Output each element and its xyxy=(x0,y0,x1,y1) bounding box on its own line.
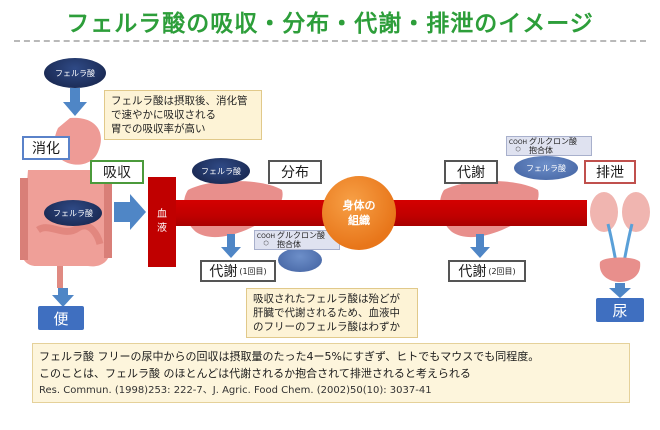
excretion-label: 排泄 xyxy=(584,160,636,184)
glucuronide-complex-bottom: COOH⬡ グルクロン酸 抱合体 xyxy=(254,230,340,250)
kidney-bladder-icon xyxy=(590,192,650,282)
metabolism1-label: 代謝(1回目) xyxy=(200,260,276,282)
absorption-note-line: で速やかに吸収される xyxy=(111,109,216,121)
down-arrow-urine-icon xyxy=(609,283,631,298)
absorption-label: 吸収 xyxy=(90,160,144,184)
liver-metabolism-note: 吸収されたフェルラ酸は殆どが 肝臓で代謝されるため、血液中 のフリーのフェルラ酸… xyxy=(246,288,418,338)
summary-line-2: このことは、フェルラ酸 のほとんどは代謝されるか抱合されて排泄されると考えられる xyxy=(39,367,471,380)
title-divider xyxy=(14,40,646,42)
complex-conjugate-text: 抱合体 xyxy=(277,240,301,249)
ferulic-acid-oval: フェルラ酸 xyxy=(44,58,106,88)
body-tissue-line: 身体の xyxy=(342,199,376,212)
blood-char: 液 xyxy=(157,223,167,234)
metabolism1-suffix: (1回目) xyxy=(239,266,267,276)
urine-box: 尿 xyxy=(596,298,644,322)
glucuronide-complex-top: COOH⬡ グルクロン酸 抱合体 xyxy=(506,136,592,156)
ferulic-acid-oval: フェルラ酸 xyxy=(514,156,578,180)
digestion-label: 消化 xyxy=(22,136,70,160)
metabolism-top-label: 代謝 xyxy=(444,160,498,184)
glucuronide-ring-icon: COOH⬡ xyxy=(508,139,528,153)
body-tissue-line: 組織 xyxy=(348,214,370,227)
blood-char: 血 xyxy=(157,209,167,220)
down-arrow-metabolism1-icon xyxy=(221,234,241,258)
down-arrow-metabolism2-icon xyxy=(470,234,490,258)
metabolism2-text: 代謝 xyxy=(458,264,487,280)
down-arrow-feces-icon xyxy=(52,288,74,307)
distribution-label: 分布 xyxy=(268,160,322,184)
citation: Res. Commun. (1998)253: 222-7、J. Agric. … xyxy=(39,385,432,396)
absorption-note-line: フェルラ酸は摂取後、消化管 xyxy=(111,95,248,107)
summary-line-1: フェルラ酸 フリーの尿中からの回収は摂取量のたった4ー5%にすぎず、ヒトでもマウ… xyxy=(39,350,540,363)
ferulic-acid-oval: フェルラ酸 xyxy=(192,158,250,184)
liver-note-line: のフリーのフェルラ酸はわずか xyxy=(253,321,400,333)
glucuronide-ring-icon: COOH⬡ xyxy=(256,233,276,247)
metabolism2-label: 代謝(2回目) xyxy=(448,260,526,282)
complex-acid-text: グルクロン酸 xyxy=(277,231,325,240)
complex-acid-text: グルクロン酸 xyxy=(529,137,577,146)
summary-box: フェルラ酸 フリーの尿中からの回収は摂取量のたった4ー5%にすぎず、ヒトでもマウ… xyxy=(32,343,630,403)
liver-note-line: 肝臓で代謝されるため、血液中 xyxy=(253,307,400,319)
ferulic-acid-oval-small xyxy=(278,248,322,272)
feces-box: 便 xyxy=(38,306,84,330)
metabolism2-suffix: (2回目) xyxy=(488,266,516,276)
liver-note-line: 吸収されたフェルラ酸は殆どが xyxy=(253,293,400,305)
metabolism1-text: 代謝 xyxy=(209,264,238,280)
absorption-note-line: 胃での吸収率が高い xyxy=(111,123,206,135)
blood-label: 血 液 xyxy=(148,177,176,267)
page-title: フェルラ酸の吸収・分布・代謝・排泄のイメージ xyxy=(66,10,594,37)
ferulic-acid-oval: フェルラ酸 xyxy=(44,200,102,226)
absorption-note: フェルラ酸は摂取後、消化管 で速やかに吸収される 胃での吸収率が高い xyxy=(104,90,262,140)
down-arrow-intake-icon xyxy=(63,88,87,116)
right-arrow-absorb-icon xyxy=(114,194,146,230)
body-tissue-circle: 身体の 組織 xyxy=(322,176,396,250)
complex-conjugate-text: 抱合体 xyxy=(529,146,553,155)
